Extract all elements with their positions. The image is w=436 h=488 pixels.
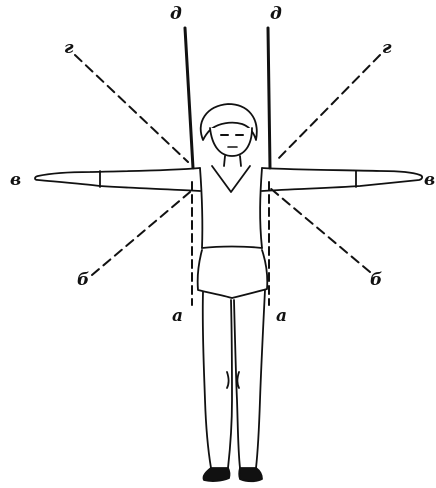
line-d-left [185,28,193,168]
shorts [198,250,268,298]
line-b-right [270,188,370,272]
left-foot [203,468,229,481]
neck-left [224,156,225,166]
right-knee [238,372,240,388]
face [210,128,252,156]
left-leg-outer [203,292,211,468]
label-a-right: а [276,308,287,325]
v-neck [212,166,250,192]
neck-right [240,156,241,166]
label-d-left: д [170,6,182,23]
label-v-left: в [10,172,21,189]
label-a-left: а [172,308,183,325]
right-leg-outer [256,290,265,468]
right-arm [262,168,422,191]
left-arm [35,168,200,191]
label-b-left: б [77,272,89,289]
label-d-right: д [270,6,282,23]
label-v-right: в [424,172,435,189]
waist [202,247,262,249]
line-b-left [92,192,190,275]
left-knee [227,372,229,388]
label-g-right: г [382,40,392,57]
human-figure [35,104,422,481]
label-b-right: б [370,272,382,289]
line-g-left [75,55,188,162]
label-g-left: г [64,40,74,57]
line-d-right [268,28,270,168]
line-g-right [275,55,380,162]
right-foot [239,468,262,481]
torso-right [260,168,262,248]
torso-left [200,168,202,248]
